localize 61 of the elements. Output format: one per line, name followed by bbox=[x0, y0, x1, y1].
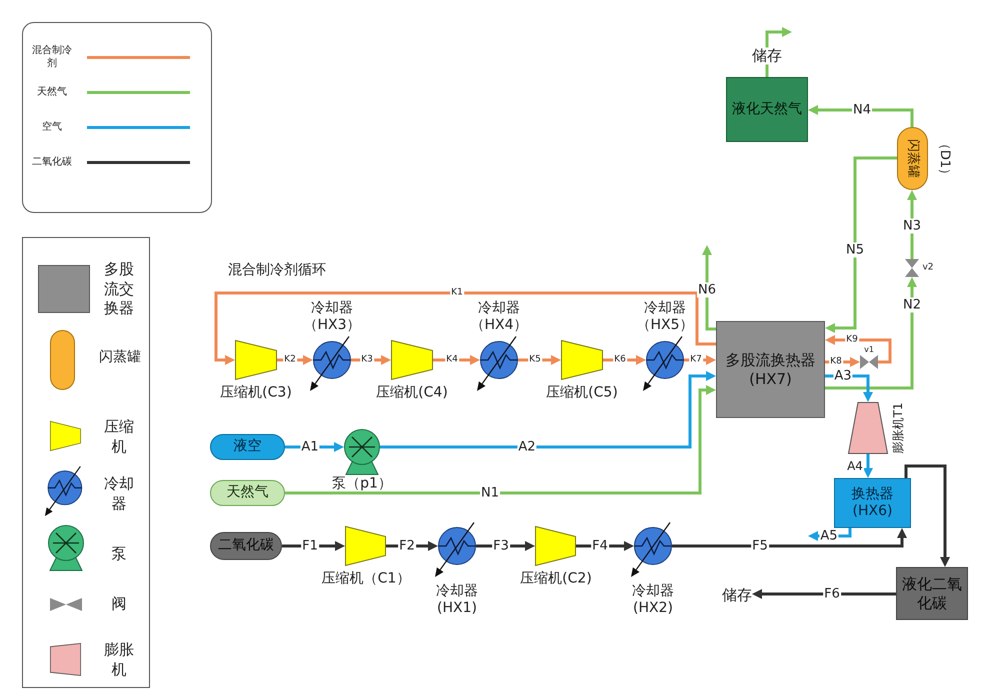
flow-arrow bbox=[825, 277, 917, 390]
flow-arrow bbox=[518, 355, 561, 365]
equipment-label: 压缩机(C4) bbox=[376, 384, 448, 402]
flow-arrow bbox=[863, 454, 873, 478]
equipment-label: 压缩机（C1） bbox=[322, 570, 410, 588]
stream-label: N6 bbox=[697, 282, 717, 298]
destination-label: 储存 bbox=[722, 585, 752, 605]
flow-arrow bbox=[386, 541, 438, 551]
stream-label: N2 bbox=[902, 298, 922, 312]
stream-label: A4 bbox=[846, 459, 864, 473]
legend-label: 阀 bbox=[110, 594, 128, 614]
stream-label: N3 bbox=[902, 218, 922, 234]
legend-label: 多股流交换器 bbox=[103, 260, 135, 318]
flow-arrow bbox=[907, 190, 917, 259]
flow-arrow bbox=[904, 464, 950, 567]
flash-drum: 闪蒸罐 bbox=[897, 127, 928, 190]
flow-arrow bbox=[702, 245, 716, 330]
flow-arrow bbox=[476, 541, 535, 551]
equipment-label: 冷却器（HX5） bbox=[635, 300, 695, 334]
flow-arrow bbox=[380, 371, 716, 448]
equipment-label: （D1） bbox=[936, 136, 952, 182]
flow-arrow bbox=[752, 589, 896, 599]
flow-arrow bbox=[825, 374, 873, 402]
legend-label: 二氧化碳 bbox=[31, 156, 73, 168]
equipment-label: 泵（p1） bbox=[332, 476, 392, 492]
flow-arrow bbox=[825, 335, 892, 364]
flow-arrow bbox=[433, 355, 480, 365]
legend-label: 压缩机 bbox=[103, 418, 135, 456]
cycle-label: 混合制冷剂循环 bbox=[228, 262, 326, 279]
legend-label: 天然气 bbox=[36, 86, 68, 98]
heat-exchanger-box: 多股流换热器(HX7) bbox=[716, 321, 825, 418]
equipment-label: 冷却器(HX2) bbox=[631, 583, 675, 617]
legend-label: 混合制冷剂 bbox=[31, 44, 73, 70]
legend-label: 空气 bbox=[41, 120, 63, 134]
equipment-label: 压缩机(C2) bbox=[520, 570, 592, 588]
valve-label: v2 bbox=[922, 262, 934, 274]
flow-arrow bbox=[282, 541, 345, 551]
flow-arrow bbox=[285, 385, 716, 494]
product-box: 液化天然气 bbox=[726, 77, 808, 142]
source-terminal: 液空 bbox=[210, 434, 285, 460]
equipment-label: 冷却器（HX4） bbox=[469, 300, 529, 334]
source-terminal: 二氧化碳 bbox=[210, 532, 282, 560]
flow-arrow bbox=[825, 156, 897, 333]
equipment-label: 冷却器（HX3） bbox=[302, 300, 362, 334]
legend-label: 闪蒸罐 bbox=[98, 348, 142, 366]
equipment-label: 冷却器(HX1) bbox=[435, 583, 479, 617]
flow-arrow bbox=[672, 528, 907, 548]
stream-label: N5 bbox=[845, 242, 865, 258]
stream-label: 储存 bbox=[751, 48, 783, 64]
legend-label: 膨胀机 bbox=[103, 640, 135, 680]
product-box: 液化二氧化碳 bbox=[896, 567, 968, 620]
flow-arrow bbox=[214, 292, 716, 365]
source-terminal: 天然气 bbox=[210, 480, 285, 506]
heat-exchanger-box: 换热器(HX6) bbox=[834, 478, 911, 528]
equipment-label: 膨胀机T1 bbox=[890, 402, 906, 454]
equipment-label: 压缩机(C5) bbox=[546, 384, 618, 402]
legend-label: 泵 bbox=[110, 544, 128, 564]
valve-label: v1 bbox=[864, 345, 874, 355]
equipment-label: 压缩机(C3) bbox=[220, 384, 292, 402]
legend-label: 冷却器 bbox=[103, 474, 135, 514]
flow-arrow bbox=[808, 105, 914, 127]
